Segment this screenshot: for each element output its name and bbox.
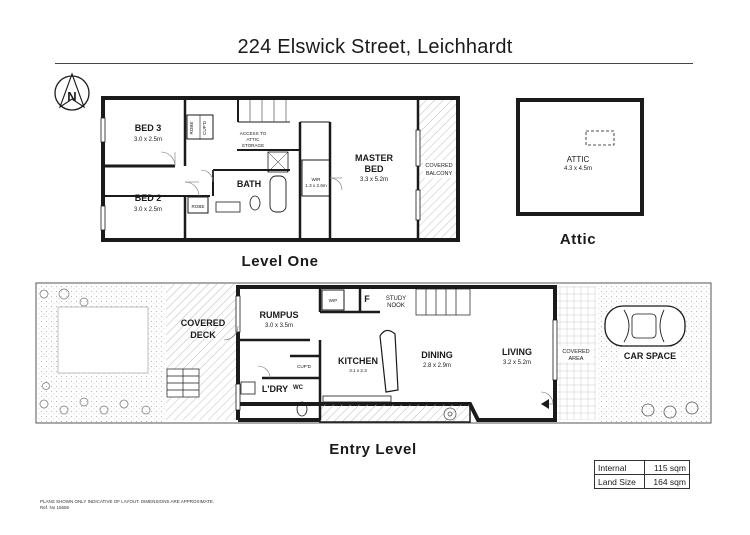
master-bed-label-2: BED [364,164,384,174]
bed-3-label: BED 3 [135,123,162,133]
covered-balcony-line-2: BALCONY [426,171,453,177]
bath-label: BATH [237,179,261,189]
cupboard-lower-label: CUP'D [297,364,312,369]
entry-arrow-icon [541,399,549,409]
living-dim: 3.2 x 5.2m [503,360,531,366]
kitchen-dim: 3.1 x 2.3 [349,368,367,373]
page-title: 224 Elswick Street, Leichhardt [237,36,513,58]
balcony-label-bg [423,160,455,178]
area-summary-table: Internal 115 sqm Land Size 164 sqm [593,460,690,489]
entry-level-plan: COVERED DECK RUMPUS 3.0 x 3.5m WIP F STU… [35,282,712,424]
area-label: Internal [593,460,646,475]
robe-2-label: ROBE [191,204,204,209]
robe-1-label: ROBE [189,121,194,134]
study-nook-line-2: NOOK [387,303,405,309]
master-bed-dim: 3.3 x 5.2m [360,177,388,183]
covered-deck-area [166,284,236,420]
fridge-label: F [364,294,370,304]
north-letter: N [67,89,76,104]
table-row: Internal 115 sqm [593,460,690,475]
covered-area-line-1: COVERED [562,349,589,355]
covered-area-line-2: AREA [569,356,584,362]
bed-2-label: BED 2 [135,193,162,203]
dining-dim: 2.8 x 2.9m [423,363,451,369]
wir-upper-dim: 1.3 x 2.6m [305,183,327,188]
lawn [57,306,149,374]
attic-access-line-3: STORAGE [242,143,264,148]
disclaimer: PLANS SHOWN ONLY INDICATIVE OF LAYOUT. D… [40,499,214,511]
covered-area-label-bg [559,346,593,362]
bed-3-dim: 3.0 x 2.5m [134,137,162,143]
level-one-plan: BED 3 3.0 x 2.5m BED 2 3.0 x 2.5m BATH M… [100,96,460,242]
shrubs-icon [39,288,151,415]
attic-plan: ATTIC 4.3 x 4.5m [516,98,644,216]
attic-access-line-2: ATTIC [247,137,261,142]
area-label: Land Size [593,474,646,489]
rumpus-label: RUMPUS [259,310,298,320]
table-row: Land Size 164 sqm [593,474,690,489]
attic-heading: Attic [560,231,596,248]
rumpus-dim: 3.0 x 3.5m [265,323,293,329]
car-icon [604,305,686,347]
area-value: 115 sqm [644,460,690,475]
kitchen-label: KITCHEN [338,356,378,366]
attic-room-label: ATTIC [567,155,590,164]
entry-level-heading: Entry Level [329,441,416,458]
car-space-label-bg [619,349,681,361]
wc-label: WC [293,385,304,391]
covered-deck-line-1: COVERED [181,318,226,328]
attic-access-line-1: ACCESS TO [240,131,267,136]
bed-2-dim: 3.0 x 2.5m [134,207,162,213]
north-arrow-icon: N [54,72,90,111]
cupboard-upper-label: CUP'D [202,120,207,135]
disclaimer-line: PLANS SHOWN ONLY INDICATIVE OF LAYOUT. D… [40,499,215,504]
wir-upper-label: WIR [312,177,322,182]
wip-label: WIP [329,298,338,303]
attic-room-dim: 4.3 x 4.5m [564,166,592,172]
laundry-label: L'DRY [262,384,288,394]
covered-deck-line-2: DECK [190,330,216,340]
area-value: 164 sqm [644,474,690,489]
flower-icon [443,401,699,421]
dining-label: DINING [421,350,453,360]
master-bed-label-1: MASTER [355,153,394,163]
reference-number: Ref. No 15656 [40,505,70,510]
study-nook-line-1: STUDY [386,296,406,302]
covered-balcony-line-1: COVERED [425,163,452,169]
car-space-label: CAR SPACE [624,351,676,361]
level-one-heading: Level One [241,253,318,270]
title-divider [55,63,693,64]
living-label: LIVING [502,347,532,357]
